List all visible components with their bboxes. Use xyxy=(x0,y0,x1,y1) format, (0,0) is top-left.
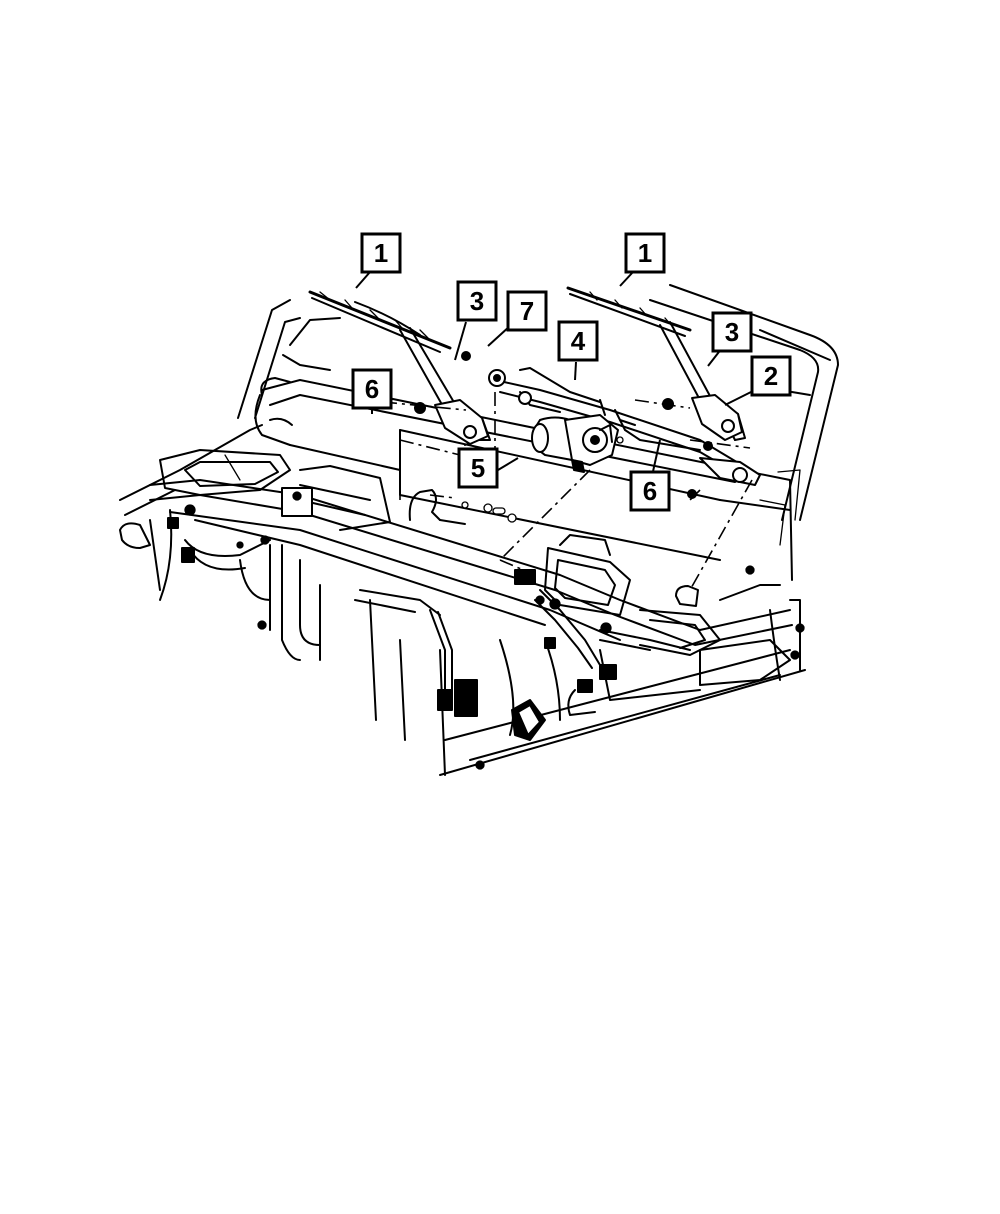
callout-1-right: 1 xyxy=(624,232,666,274)
callout-label: 4 xyxy=(571,326,586,356)
wiper-motor xyxy=(531,414,636,473)
left-wiper-blade xyxy=(308,290,452,353)
callout-6-right: 6 xyxy=(629,470,671,512)
callout-leaders xyxy=(355,271,756,477)
right-wiper-arm xyxy=(659,321,746,441)
connectors xyxy=(167,504,755,770)
assembly-lines xyxy=(382,392,753,591)
callout-label: 3 xyxy=(725,317,739,347)
wiring-harness xyxy=(184,539,781,716)
callout-6-left: 6 xyxy=(351,368,393,410)
wiper-linkage xyxy=(488,367,761,486)
callout-1-left: 1 xyxy=(360,232,402,274)
callout-label: 5 xyxy=(471,453,485,483)
callout-label: 3 xyxy=(470,286,484,316)
callout-label: 2 xyxy=(764,361,778,391)
callout-label: 6 xyxy=(365,374,379,404)
callout-3-left: 3 xyxy=(456,280,498,322)
callout-label: 6 xyxy=(643,476,657,506)
callout-5: 5 xyxy=(457,447,499,489)
callout-7: 7 xyxy=(506,290,548,332)
callout-label: 1 xyxy=(638,238,652,268)
callout-label: 7 xyxy=(520,296,534,326)
left-wiper-arm xyxy=(399,327,491,446)
callout-2: 2 xyxy=(750,355,792,397)
callout-4: 4 xyxy=(557,320,599,362)
callout-label: 1 xyxy=(374,238,388,268)
callout-3-right: 3 xyxy=(711,311,753,353)
windshield-frame xyxy=(237,284,839,546)
dash-structure xyxy=(119,424,806,776)
